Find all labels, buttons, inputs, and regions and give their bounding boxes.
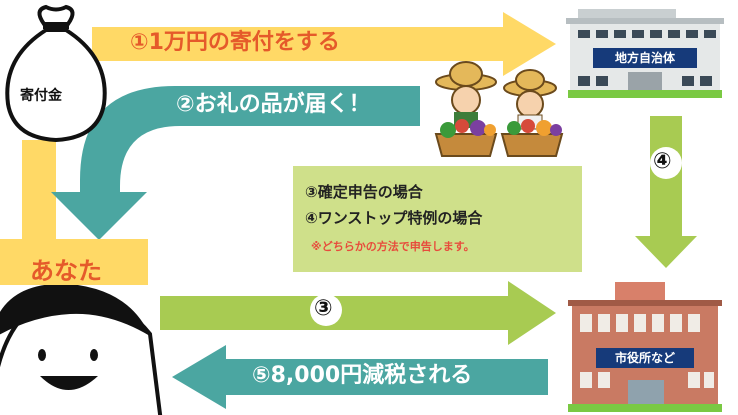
step4-number: ④: [653, 149, 672, 174]
step4-circle: [650, 147, 682, 179]
declaration-panel: ③確定申告の場合 ④ワンストップ特例の場合 ※どちらかの方法で申告します。: [293, 166, 582, 272]
arrow-step3: [160, 281, 556, 345]
smiling-face-icon: [0, 283, 163, 415]
city-office-building-icon: [568, 282, 722, 412]
step1-label: ①1万円の寄付をする: [130, 30, 340, 55]
money-bag-icon: [5, 4, 107, 143]
arrow-step5: [172, 345, 548, 409]
arrow-step2: [51, 86, 420, 240]
step5-label: ⑤8,000円減税される: [252, 363, 473, 388]
city-office-sign: 市役所など: [596, 348, 694, 368]
step3-number: ③: [314, 296, 333, 321]
farmers-with-vegetables-icon: [434, 61, 564, 157]
step3-circle: [310, 294, 342, 326]
you-label-box: [0, 239, 148, 285]
money-bag-label: 寄付金: [20, 88, 62, 104]
step2-label: ②お礼の品が届く！: [176, 92, 371, 117]
panel-line-2: ④ワンストップ特例の場合: [305, 209, 483, 227]
panel-note: ※どちらかの方法で申告します。: [311, 240, 475, 253]
local-gov-sign: 地方自治体: [593, 48, 697, 68]
arrow-step4: [635, 116, 697, 268]
yellow-connector: [22, 140, 56, 242]
you-label: あなた: [30, 257, 102, 285]
arrow-step1: [92, 12, 556, 76]
panel-line-1: ③確定申告の場合: [305, 183, 423, 201]
